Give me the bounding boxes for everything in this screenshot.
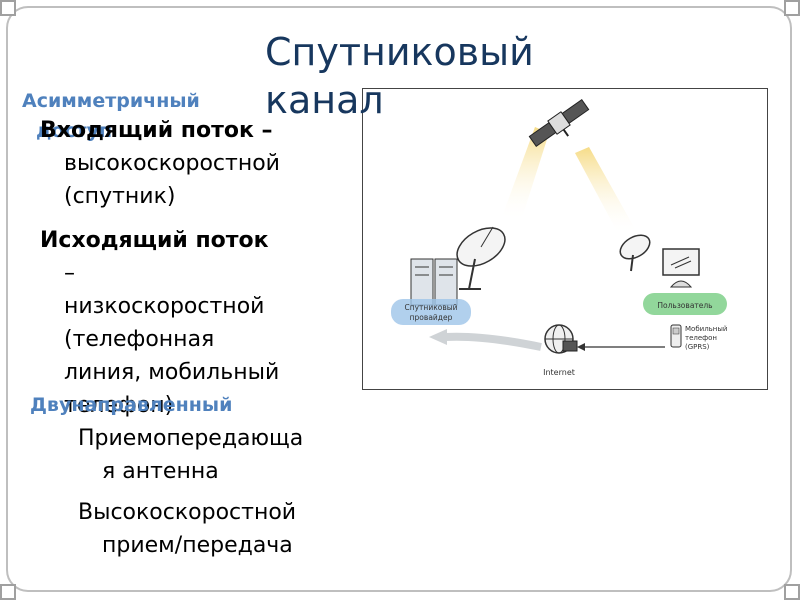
bullet-outgoing-l3: низкоскоростной — [64, 294, 265, 319]
bullet-outgoing-l2: – — [64, 261, 75, 286]
satellite-diagram: Спутниковый провайдер Пользователь Мобил… — [362, 88, 768, 390]
bullet-antenna-l2: я антенна — [102, 459, 219, 484]
frame-corner-handle — [0, 584, 16, 600]
provider-dish-icon — [456, 226, 506, 290]
arrow-internet-to-provider — [444, 332, 542, 351]
computer-icon — [662, 248, 700, 288]
mobile-phone-icon — [670, 324, 682, 348]
bullet-highspeed-l2: прием/передача — [102, 533, 293, 558]
provider-label-1: Спутниковый — [404, 303, 457, 312]
internet-globe-icon — [544, 324, 578, 354]
frame-corner-handle — [784, 0, 800, 16]
frame-corner-handle — [0, 0, 16, 16]
bullet-antenna: Приемопередающа я антенна — [78, 422, 398, 488]
bullet-highspeed: Высокоскоростной прием/передача — [78, 496, 398, 562]
server-rack-icon — [410, 258, 458, 306]
uplink-beam — [503, 127, 549, 221]
bullet-incoming: Входящий поток – высокоскоростной (спутн… — [40, 114, 360, 213]
bullet-outgoing-l5: линия, мобильный — [64, 360, 280, 385]
bullet-incoming-bold: Входящий поток — [40, 118, 254, 143]
provider-band — [391, 299, 471, 325]
bullet-incoming-l2: высокоскоростной — [64, 151, 280, 176]
bullet-outgoing-bold: Исходящий поток — [40, 228, 269, 253]
bullet-incoming-dash: – — [253, 118, 273, 143]
bullet-antenna-l1: Приемопередающа — [78, 426, 304, 451]
slide-title-line1: Спутниковый — [265, 30, 534, 74]
mobile-label-2: телефон — [685, 334, 717, 342]
mobile-label-3: (GPRS) — [685, 343, 710, 351]
user-label: Пользователь — [657, 301, 712, 310]
bullet-outgoing: Исходящий поток – низкоскоростной (телеф… — [40, 224, 360, 422]
frame-corner-handle — [784, 584, 800, 600]
bullet-outgoing-l6: телефон) — [64, 393, 174, 418]
bullet-incoming-l3: (спутник) — [64, 184, 176, 209]
satellite-icon — [528, 99, 590, 147]
downlink-beam — [575, 147, 635, 235]
provider-label-2: провайдер — [410, 313, 453, 322]
slide-title-line2: канал — [265, 78, 384, 122]
asym-label-line2: доступ — [36, 120, 113, 142]
asym-label-line1: Асимметричный — [22, 90, 200, 112]
bullet-highspeed-l1: Высокоскоростной — [78, 500, 297, 525]
internet-label: Internet — [543, 368, 575, 377]
user-dish-icon — [619, 234, 651, 272]
mobile-label-1: Мобильный — [685, 325, 727, 333]
user-band — [643, 293, 727, 315]
slide-title: Спутниковый канал — [265, 28, 534, 122]
duplex-label: Двунаправленный — [30, 394, 233, 416]
bullet-outgoing-l4: (телефонная — [64, 327, 215, 352]
